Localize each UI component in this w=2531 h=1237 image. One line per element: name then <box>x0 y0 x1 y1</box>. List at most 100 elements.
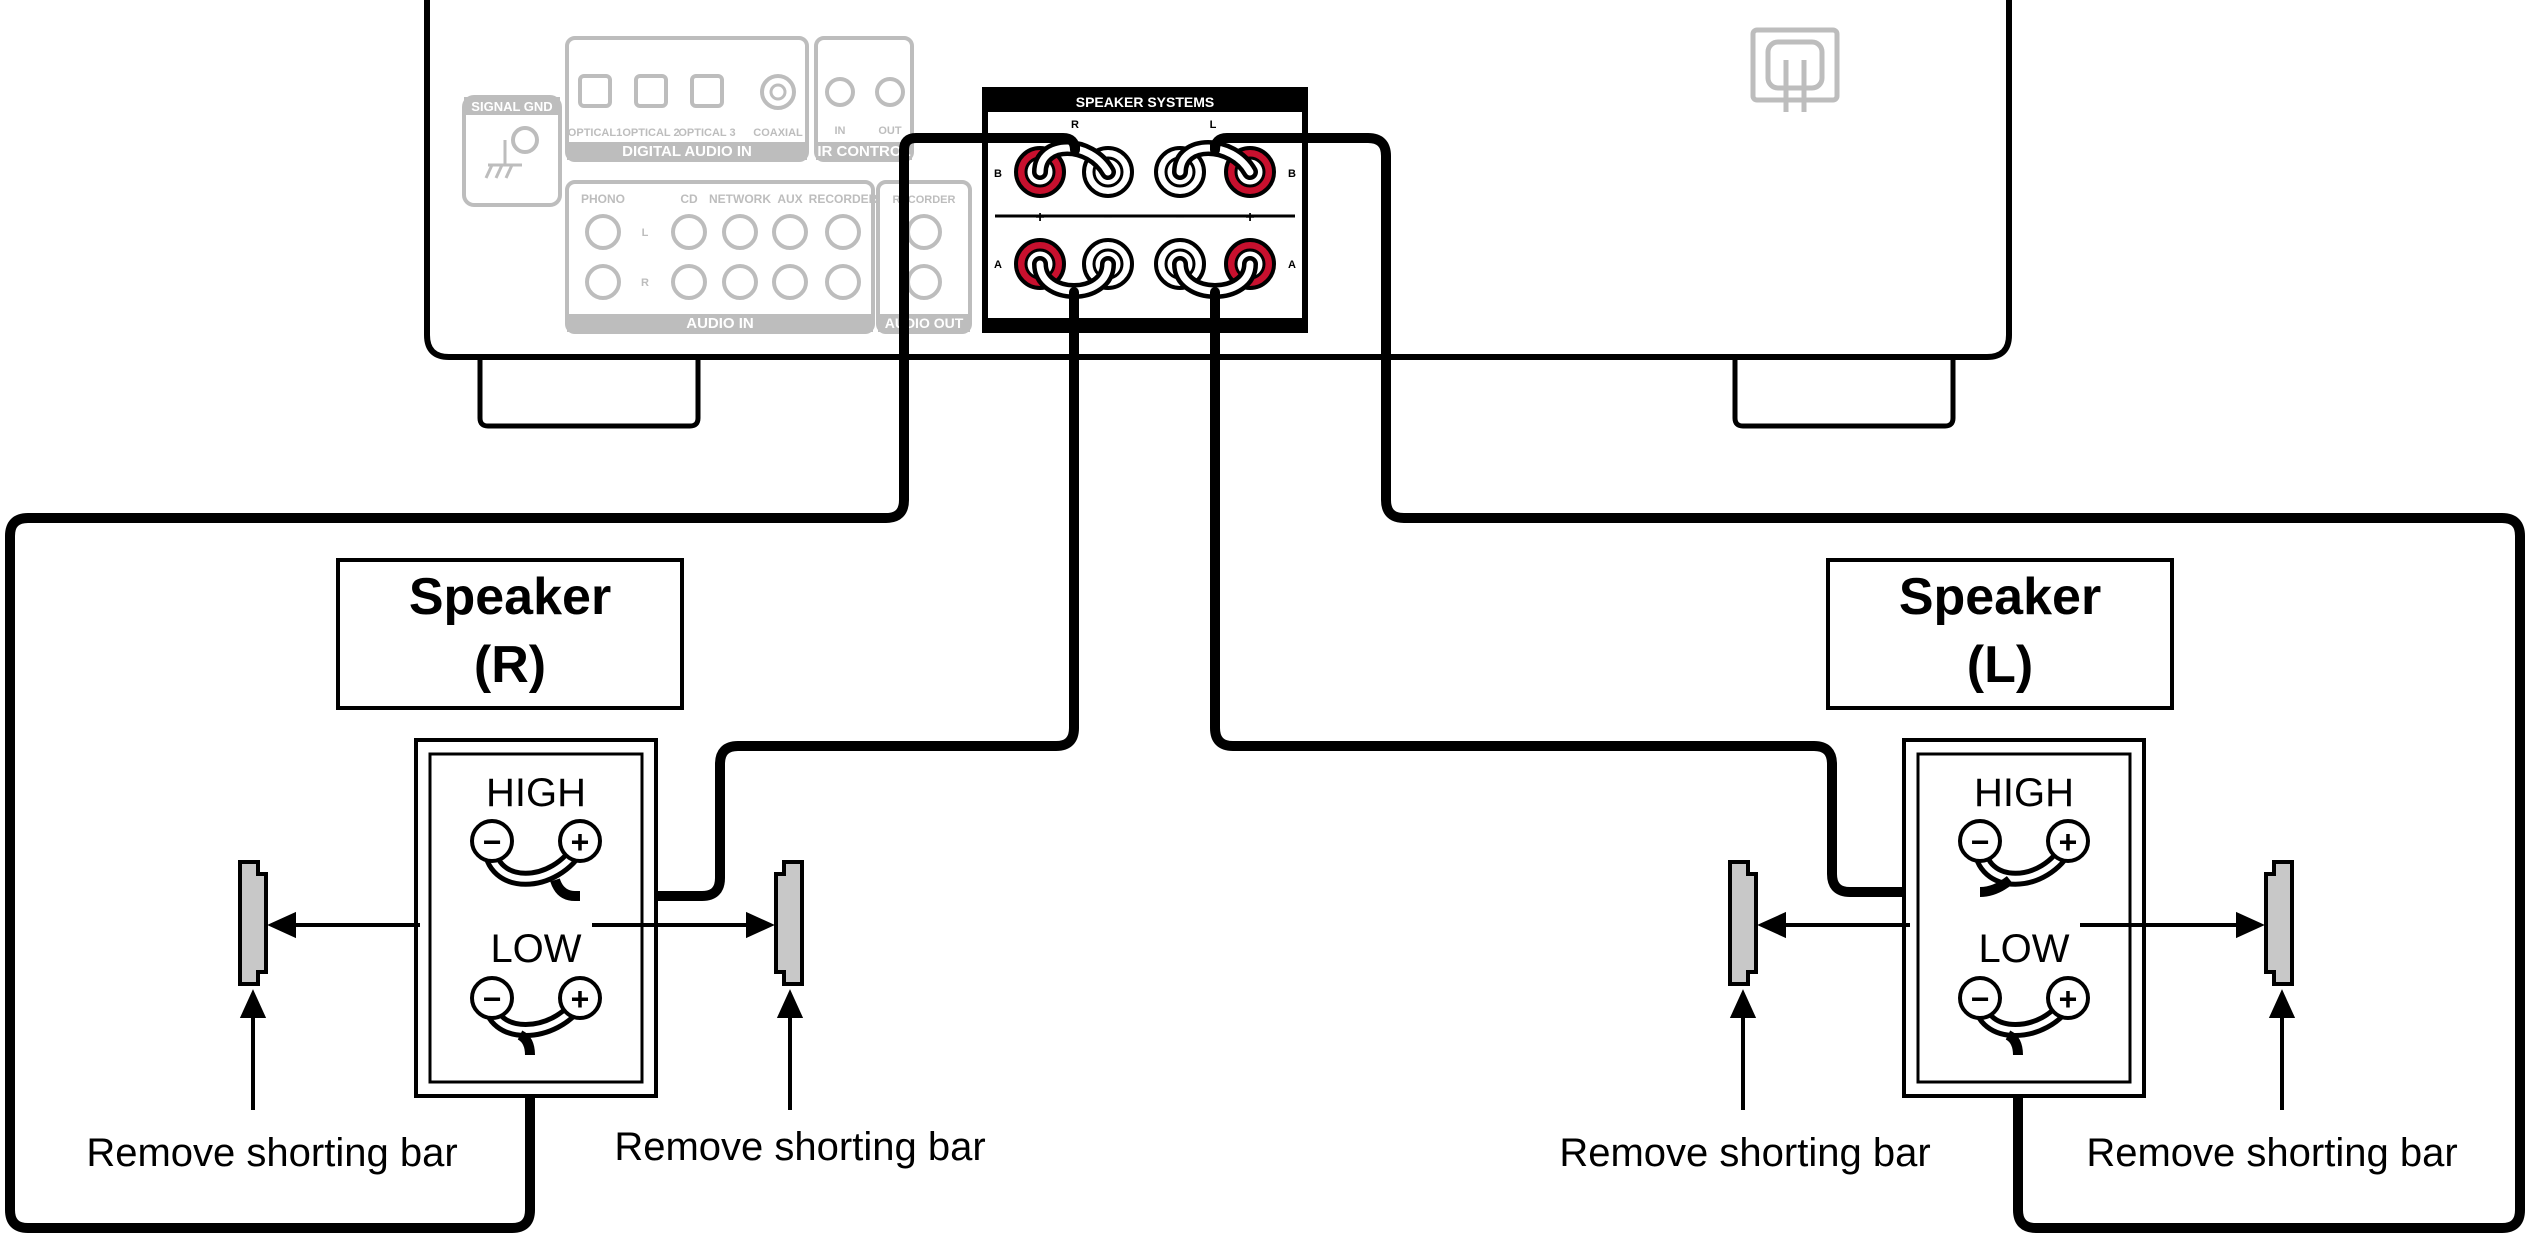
speaker-left-title: Speaker <box>1899 568 2101 626</box>
row-b-left-label: B <box>994 168 1002 180</box>
speaker-left-high-label: HIGH <box>1974 771 2074 815</box>
speaker-left-low-label: LOW <box>1978 927 2069 971</box>
signal-gnd-label: SIGNAL GND <box>471 99 552 114</box>
ir-in-label: IN <box>835 125 846 137</box>
ac-inlet-icon <box>1750 27 1840 112</box>
svg-text:+: + <box>571 981 590 1017</box>
panel-r-label: R <box>1071 119 1079 131</box>
ir-control-label: IR CONTROL <box>817 143 910 160</box>
speaker-left-low-plus-terminal-icon: + <box>2046 976 2090 1020</box>
cd-r-jack-icon <box>671 264 707 300</box>
row-a-left-label: A <box>994 259 1002 271</box>
digital-audio-in-label: DIGITAL AUDIO IN <box>622 143 752 160</box>
speaker-right-low-minus-terminal-icon: − <box>470 976 514 1020</box>
audio-in-l-label: L <box>642 227 649 239</box>
optical3-label: OPTICAL 3 <box>678 127 735 139</box>
speaker-cables <box>5 133 2525 1233</box>
cable-left-low <box>1172 133 2525 1233</box>
speaker-left-shorting-bar-left-icon <box>1728 860 1758 986</box>
row-b-right-label: B <box>1288 168 1296 180</box>
speaker-right-title: Speaker <box>409 568 611 626</box>
cd-label: CD <box>680 192 698 206</box>
digital-audio-in-block: DIGITAL AUDIO IN OPTICAL1 OPTICAL 2 OPTI… <box>565 36 809 162</box>
cable-left-high <box>1172 256 1985 897</box>
speaker-systems-panel: SPEAKER SYSTEMS R L B B A A + − − + <box>982 87 1308 333</box>
speaker-left-caption-left: Remove shorting bar <box>1559 1131 1930 1175</box>
aux-l-jack-icon <box>772 214 808 250</box>
panel-l-label: L <box>1210 119 1217 131</box>
row-a-right-label: A <box>1288 259 1296 271</box>
speaker-left-shorting-bar-right-icon <box>2264 860 2294 986</box>
cable-right-high <box>565 256 1116 901</box>
aux-label: AUX <box>777 192 802 206</box>
amp-foot-right <box>1732 352 1956 429</box>
speaker-right-low-label: LOW <box>490 927 581 971</box>
phono-label: PHONO <box>581 192 625 206</box>
ir-out-label: OUT <box>878 125 902 137</box>
optical1-label: OPTICAL1 <box>568 127 622 139</box>
speaker-right-caption-left: Remove shorting bar <box>86 1131 457 1175</box>
optical2-jack-icon <box>634 74 668 108</box>
speaker-right: Speaker (R) HIGH LOW − + − + <box>86 558 986 1175</box>
speaker-right-shorting-bar-left-icon <box>238 860 268 986</box>
ir-control-block: IR CONTROL IN OUT <box>814 36 914 162</box>
network-r-jack-icon <box>722 264 758 300</box>
speaker-left-low-minus-terminal-icon: − <box>1958 976 2002 1020</box>
speaker-left-caption-right: Remove shorting bar <box>2086 1131 2457 1175</box>
cd-l-jack-icon <box>671 214 707 250</box>
svg-text:−: − <box>1971 981 1990 1017</box>
optical3-jack-icon <box>690 74 724 108</box>
audio-in-block: AUDIO IN PHONO CD NETWORK AUX RECORDER L… <box>565 180 878 334</box>
panel-minus-2-label: − <box>1175 209 1184 226</box>
panel-plus-2-label: + <box>1245 209 1254 226</box>
coaxial-jack-icon <box>760 74 796 110</box>
svg-text:−: − <box>483 981 502 1017</box>
recorder-l-jack-icon <box>825 214 861 250</box>
optical2-label: OPTICAL 2 <box>622 127 679 139</box>
recorder-label: RECORDER <box>809 192 878 206</box>
svg-text:−: − <box>1971 824 1990 860</box>
signal-gnd-block: SIGNAL GND <box>462 95 562 207</box>
speaker-right-shorting-bar-right-icon <box>774 860 804 986</box>
speaker-right-low-plus-terminal-icon: + <box>558 976 602 1020</box>
amplifier: SIGNAL GND DIGITAL AUDIO IN OPTICAL1 OPT… <box>424 0 2012 429</box>
aux-r-jack-icon <box>772 264 808 300</box>
speaker-right-high-label: HIGH <box>486 771 586 815</box>
speaker-right-caption-right: Remove shorting bar <box>614 1125 985 1169</box>
speaker-right-high-plus-terminal-icon: + <box>558 819 602 863</box>
ir-out-jack-icon <box>875 77 905 107</box>
audio-in-label: AUDIO IN <box>686 315 754 332</box>
audio-out-label: AUDIO OUT <box>885 315 964 331</box>
speaker-right-remove-arrows <box>239 911 804 1110</box>
panel-minus-1-label: − <box>1103 209 1112 226</box>
speaker-left: Speaker (L) HIGH LOW − + − + <box>1559 558 2458 1175</box>
speaker-left-title-box <box>1826 558 2174 710</box>
network-label: NETWORK <box>709 192 771 206</box>
speaker-right-high-minus-terminal-icon: − <box>470 819 514 863</box>
audio-in-r-label: R <box>641 277 649 289</box>
speaker-left-high-minus-terminal-icon: − <box>1958 819 2002 863</box>
cable-right-low <box>5 133 1116 1233</box>
panel-plus-1-label: + <box>1035 209 1044 226</box>
speaker-right-channel: (R) <box>474 636 546 694</box>
svg-text:+: + <box>571 824 590 860</box>
optical1-jack-icon <box>578 74 612 108</box>
coaxial-label: COAXIAL <box>753 127 803 139</box>
ground-symbol-icon <box>484 140 522 179</box>
speaker-left-remove-arrows <box>1729 911 2296 1110</box>
phono-l-jack-icon <box>585 214 621 250</box>
ground-terminal-icon <box>511 126 539 154</box>
ir-in-jack-icon <box>825 77 855 107</box>
svg-text:−: − <box>483 824 502 860</box>
svg-text:+: + <box>2059 824 2078 860</box>
speaker-left-high-plus-terminal-icon: + <box>2046 819 2090 863</box>
speaker-left-channel: (L) <box>1967 636 2033 694</box>
recorder-r-jack-icon <box>825 264 861 300</box>
network-l-jack-icon <box>722 214 758 250</box>
speaker-systems-label: SPEAKER SYSTEMS <box>1076 94 1214 110</box>
amp-foot-left <box>477 352 701 429</box>
svg-text:+: + <box>2059 981 2078 1017</box>
speaker-right-title-box <box>336 558 684 710</box>
phono-r-jack-icon <box>585 264 621 300</box>
